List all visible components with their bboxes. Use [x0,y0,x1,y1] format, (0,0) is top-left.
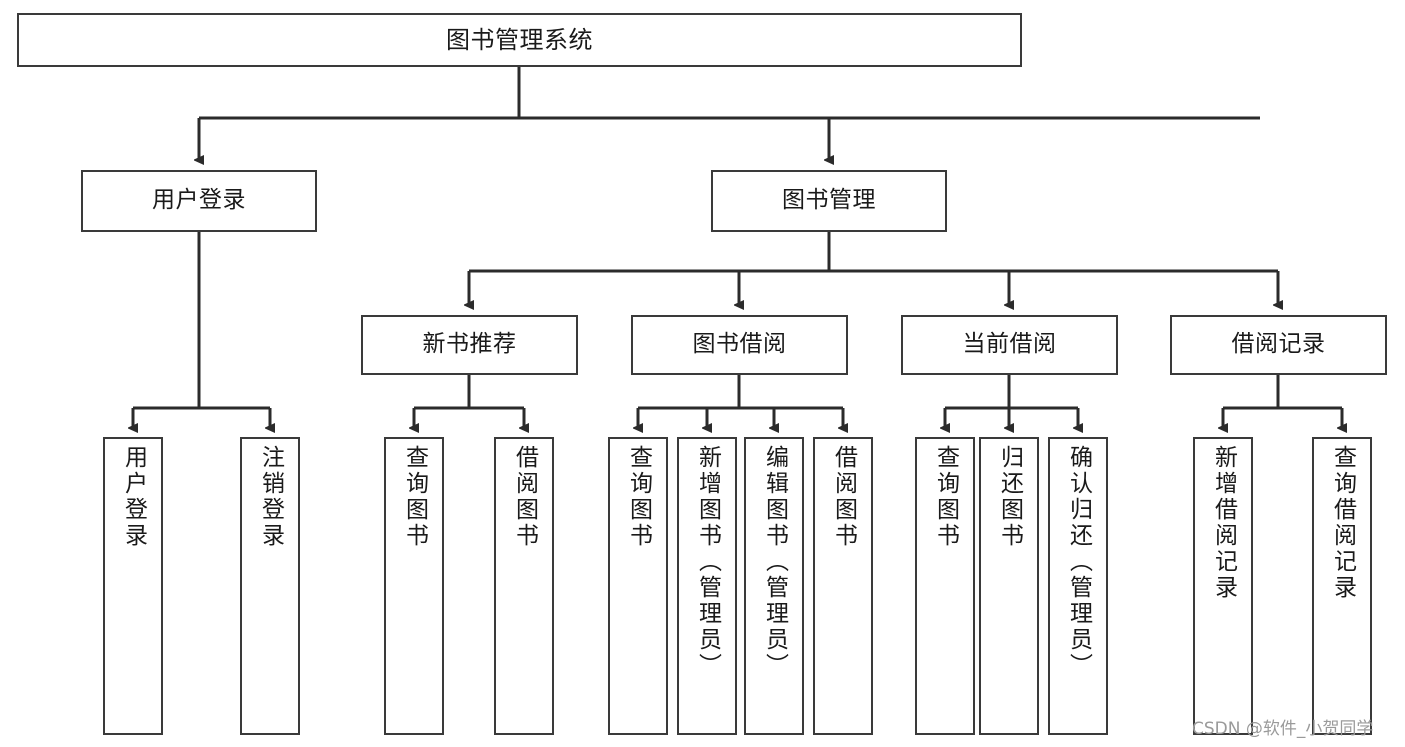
node-label: 新增图书（管理员） [694,445,721,679]
node-label: 图书管理 [782,187,876,214]
node-label: 新增借阅记录 [1210,445,1237,601]
csdn-watermark: CSDN @软件_小贺同学 [1192,719,1374,739]
node-label: 查询图书 [401,445,428,549]
node-leaf-user-login[interactable]: 用户登录 [103,437,163,735]
node-book-management[interactable]: 图书管理 [711,170,947,232]
node-leaf-add-borrow-record[interactable]: 新增借阅记录 [1193,437,1253,735]
node-label: 确认归还（管理员） [1065,445,1092,679]
node-label: 借阅图书 [511,445,538,549]
node-label: 用户登录 [120,445,147,549]
node-label: 图书管理系统 [446,25,593,54]
node-label: 新书推荐 [422,331,517,358]
node-root-book-management-system[interactable]: 图书管理系统 [17,13,1022,67]
node-leaf-return-book[interactable]: 归还图书 [979,437,1039,735]
node-borrow-record[interactable]: 借阅记录 [1170,315,1387,375]
node-label: 编辑图书（管理员） [761,445,788,679]
node-label: 用户登录 [152,187,246,214]
node-leaf-edit-book-admin[interactable]: 编辑图书（管理员） [744,437,804,735]
node-leaf-query-borrow-record[interactable]: 查询借阅记录 [1312,437,1372,735]
node-current-borrow[interactable]: 当前借阅 [901,315,1118,375]
node-label: 借阅记录 [1231,331,1326,358]
node-user-login[interactable]: 用户登录 [81,170,317,232]
node-label: 查询图书 [932,445,959,549]
node-new-book-recommend[interactable]: 新书推荐 [361,315,578,375]
node-label: 图书借阅 [692,331,787,358]
node-leaf-logout[interactable]: 注销登录 [240,437,300,735]
node-label: 归还图书 [996,445,1023,549]
node-label: 注销登录 [257,445,284,549]
node-label: 查询图书 [625,445,652,549]
node-leaf-confirm-return-admin[interactable]: 确认归还（管理员） [1048,437,1108,735]
node-leaf-add-book-admin[interactable]: 新增图书（管理员） [677,437,737,735]
node-label: 查询借阅记录 [1329,445,1356,601]
node-leaf-query-book-borrow[interactable]: 查询图书 [608,437,668,735]
node-leaf-borrow-book-borrow[interactable]: 借阅图书 [813,437,873,735]
node-label: 借阅图书 [830,445,857,549]
node-label: 当前借阅 [962,331,1057,358]
node-leaf-borrow-book-recommend[interactable]: 借阅图书 [494,437,554,735]
node-book-borrow[interactable]: 图书借阅 [631,315,848,375]
node-leaf-query-book-recommend[interactable]: 查询图书 [384,437,444,735]
node-leaf-query-book-current[interactable]: 查询图书 [915,437,975,735]
